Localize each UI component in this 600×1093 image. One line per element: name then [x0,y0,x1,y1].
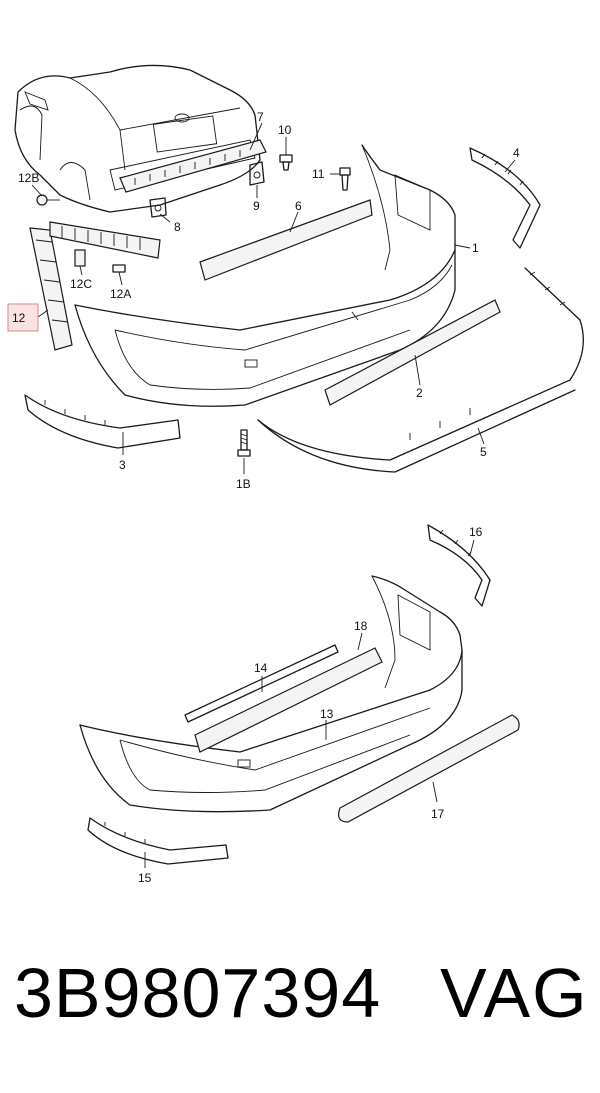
trim-strip-18 [194,647,383,753]
callout-9[interactable]: 9 [253,199,260,213]
corner-strip-15 [87,817,229,865]
callout-12A[interactable]: 12A [110,287,131,301]
callout-11[interactable]: 11 [312,167,325,181]
leader-lines [31,122,516,868]
callout-2[interactable]: 2 [416,386,423,400]
bumper-cover-13 [79,575,463,813]
bracket-9 [249,161,265,186]
callout-15[interactable]: 15 [138,871,152,885]
callout-1B[interactable]: 1B [236,477,251,491]
corner-strip-3 [24,394,181,449]
callout-13[interactable]: 13 [320,707,334,721]
screw-10 [279,154,293,171]
callout-6[interactable]: 6 [295,199,302,213]
callout-4[interactable]: 4 [513,146,520,160]
part-number: 3B9807394 [14,954,382,1032]
callout-12[interactable]: 12 [12,311,26,325]
lower-strip-5 [257,267,584,473]
lower-strip-17 [338,714,520,823]
bracket-8 [149,197,167,218]
callout-3[interactable]: 3 [119,458,126,472]
clip-12B [36,194,60,206]
trim-strip-6 [199,199,373,281]
retainer-rail [49,221,161,259]
callout-18[interactable]: 18 [354,619,368,633]
screw-11 [339,167,351,191]
corner-strip-4 [469,147,541,249]
parts-diagram: 7 10 4 11 12B 9 6 8 1 12C 12A 12 2 3 5 1… [7,64,584,885]
callout-12C[interactable]: 12C [70,277,92,291]
guide-bracket-12 [29,227,73,351]
callout-16[interactable]: 16 [469,525,483,539]
callout-14[interactable]: 14 [254,661,268,675]
callout-5[interactable]: 5 [480,445,487,459]
callout-7[interactable]: 7 [257,110,264,124]
brand-name: VAG [440,954,589,1032]
callout-1[interactable]: 1 [472,241,479,255]
callout-12B[interactable]: 12B [18,171,39,185]
bumper-carrier-7 [119,139,267,193]
trim-strip-2 [324,299,501,406]
car-rear-body [14,64,261,213]
highlight-box-12 [7,303,39,332]
trim-strip-14 [184,644,339,723]
bumper-cover-1 [74,144,456,407]
callout-10[interactable]: 10 [278,123,292,137]
clip-12C [74,249,86,267]
callout-8[interactable]: 8 [174,220,181,234]
screw-12A [112,264,126,273]
screw-1B [237,429,251,457]
callout-17[interactable]: 17 [431,807,445,821]
